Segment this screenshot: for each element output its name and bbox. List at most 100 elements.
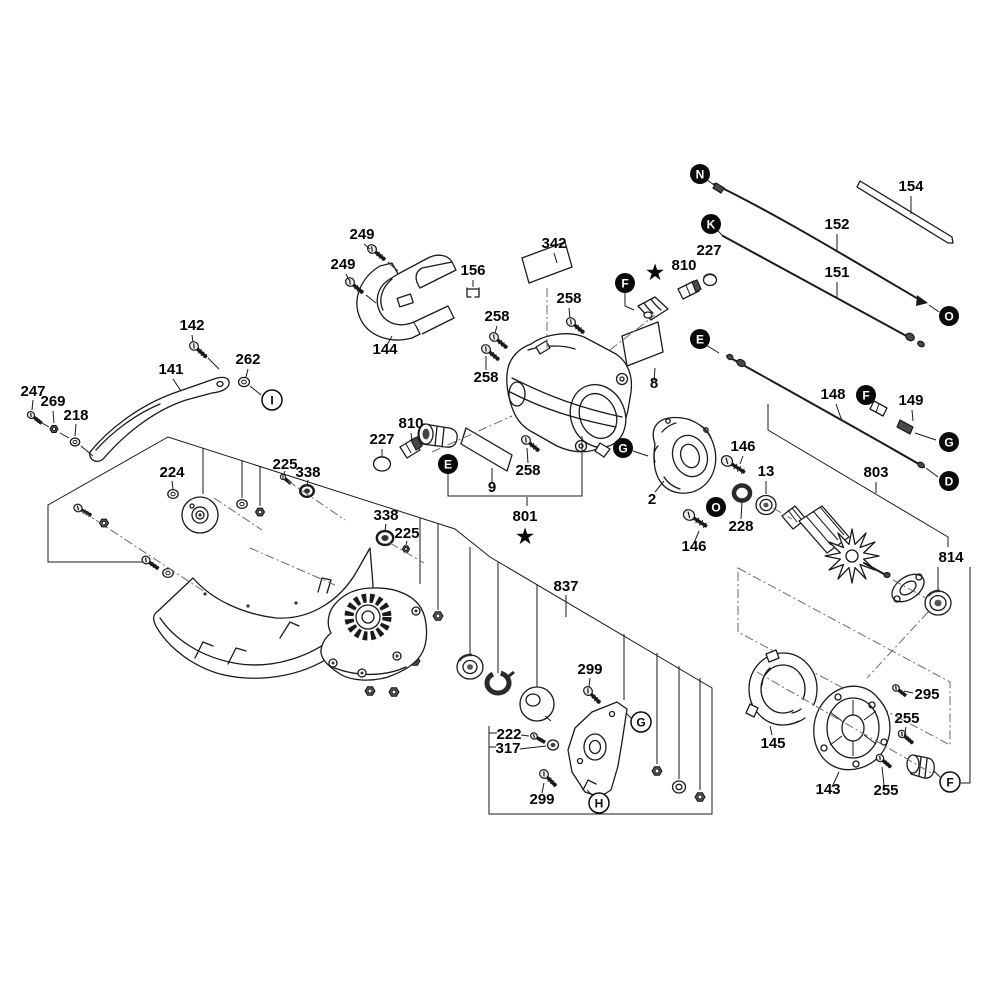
svg-text:N: N: [696, 167, 705, 181]
callout-letter-o-filled-2: O: [939, 306, 959, 326]
clip-156: [467, 280, 479, 297]
star-symbol-1: ★: [515, 524, 536, 550]
part-label-225-24: 225: [394, 525, 419, 542]
part-label-801-28: 801: [512, 508, 537, 525]
callout-letter-o-filled-7: O: [706, 497, 726, 517]
part-label-255-48: 255: [873, 782, 898, 799]
part-label-255-46: 255: [894, 710, 919, 727]
part-label-225-21: 225: [272, 456, 297, 473]
bracket-plate-H-drawing: [568, 702, 627, 797]
leaders-146: [694, 456, 743, 543]
part-label-151-2: 151: [824, 264, 849, 281]
part-label-224-20: 224: [159, 464, 185, 481]
svg-text:E: E: [444, 457, 452, 471]
part-label-154-0: 154: [898, 178, 924, 195]
part-label-228-33: 228: [728, 518, 753, 535]
leaders-left-hardware: [32, 400, 93, 456]
axis-dashdot-lines: [82, 288, 933, 774]
svg-text:F: F: [946, 775, 953, 789]
cord-bushing-E-drawing: [418, 424, 457, 447]
star-symbol-0: ★: [645, 260, 666, 286]
gasket-flange-drawing: [887, 569, 929, 608]
svg-text:K: K: [707, 217, 716, 231]
part-label-837-39: 837: [553, 578, 578, 595]
part-label-247-17: 247: [20, 383, 45, 400]
part-label-258-12: 258: [473, 369, 498, 386]
svg-text:F: F: [862, 388, 869, 402]
part-label-146-31: 146: [730, 438, 755, 455]
part-label-258-13: 258: [515, 462, 540, 479]
brush-810-top: [678, 280, 701, 299]
callout-letter-g-filled-9: G: [939, 432, 959, 452]
part-label-262-16: 262: [235, 351, 260, 368]
leader-E-right: [706, 345, 719, 353]
bearing-plate-143-drawing: [814, 686, 890, 787]
bearing-814-drawing: [925, 591, 951, 615]
part-label-249-7: 249: [349, 226, 374, 243]
svg-text:G: G: [636, 715, 645, 729]
svg-text:F: F: [621, 276, 628, 290]
leader-142-handle: [208, 358, 219, 369]
part-label-9-27: 9: [488, 479, 496, 496]
callout-letter-f-filled-8: F: [856, 385, 876, 405]
svg-text:O: O: [711, 500, 720, 514]
callout-letter-f-outlined-3: F: [940, 772, 960, 792]
callout-letter-e-filled-4: E: [690, 329, 710, 349]
svg-text:I: I: [270, 393, 273, 407]
callout-letter-g-outlined-1: G: [631, 712, 651, 732]
carbon-brush-F-drawing: [625, 293, 668, 320]
part-label-149-37: 149: [898, 392, 923, 409]
washer-disc-drawing: [520, 687, 554, 721]
part-label-258-11: 258: [484, 308, 509, 325]
part-label-814-38: 814: [938, 549, 964, 566]
rod-154-drawing: [857, 181, 953, 243]
ring-679: [673, 781, 686, 793]
part-label-156-6: 156: [460, 262, 485, 279]
part-label-141-15: 141: [158, 361, 183, 378]
leaders-249: [346, 244, 398, 303]
cable-152-drawing: [713, 183, 928, 306]
terminal-149-drawing: [870, 401, 936, 440]
stator-2-drawing: [633, 418, 716, 494]
callout-letter-h-outlined-2: H: [589, 793, 609, 813]
callout-letter-e-filled-5: E: [438, 454, 458, 474]
part-label-803-35: 803: [863, 464, 888, 481]
cap-227-left: [374, 449, 391, 471]
cable-151-drawing: [723, 236, 925, 348]
connector-810-left: [400, 433, 422, 458]
motor-housing-drawing: [507, 334, 635, 457]
part-label-249-8: 249: [330, 256, 355, 273]
svg-text:D: D: [945, 474, 954, 488]
part-label-144-9: 144: [372, 341, 398, 358]
part-label-2-30: 2: [648, 491, 656, 508]
bracket-803-814: [768, 404, 970, 783]
part-label-269-18: 269: [40, 393, 65, 410]
part-label-295-45: 295: [914, 686, 939, 703]
group-outline: [48, 437, 712, 814]
part-label-142-14: 142: [179, 317, 204, 334]
part-label-338-23: 338: [373, 507, 398, 524]
bracket-801: [448, 436, 582, 506]
part-label-299-40: 299: [577, 661, 602, 678]
brush-holder-ring-144: [357, 255, 456, 345]
leaders-endcap: [882, 691, 940, 785]
bearing-13-drawing: [756, 481, 776, 515]
part-label-342-5: 342: [541, 235, 566, 252]
part-label-218-19: 218: [63, 407, 88, 424]
part-label-13-32: 13: [758, 463, 775, 480]
svg-text:G: G: [618, 441, 627, 455]
part-label-227-25: 227: [369, 431, 394, 448]
armature-803-drawing: [782, 506, 890, 583]
callout-letter-n-filled-0: N: [690, 164, 710, 184]
pivot-plate-drawing: [321, 588, 427, 680]
callout-letter-g-filled-6: G: [613, 438, 633, 458]
brush-cap-227-top: [704, 274, 717, 285]
leader-224: [172, 481, 173, 489]
part-label-222-41: 222: [496, 726, 521, 743]
part-label-810-26: 810: [398, 415, 423, 432]
part-label-146-34: 146: [681, 538, 706, 555]
oring-228-drawing: [734, 486, 750, 520]
ring-317: [548, 740, 559, 750]
